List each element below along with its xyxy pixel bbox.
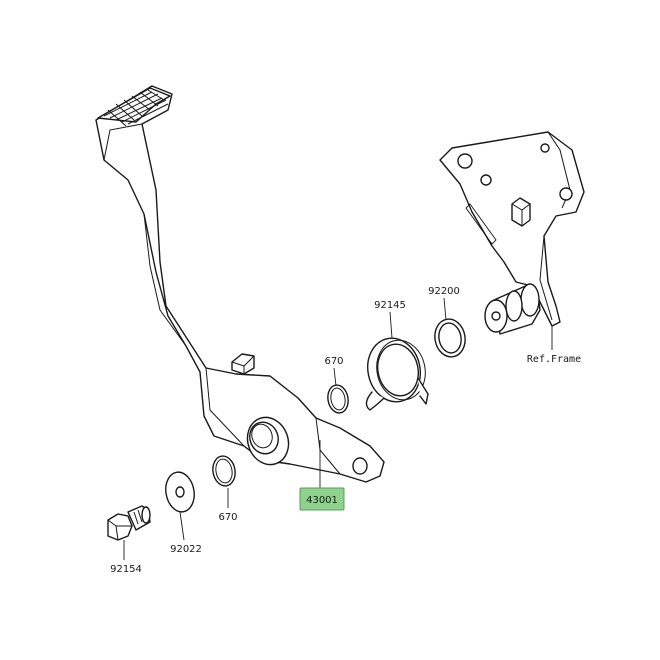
label-ref-frame: Ref.Frame [527,354,581,365]
label-92200[interactable]: 92200 [428,286,460,297]
pivot-shaft [484,283,541,335]
leader-lines [123,297,553,560]
washer-92022 [165,471,195,513]
brake-pedal [95,85,385,483]
washer-670-upper [327,384,349,414]
label-670-upper[interactable]: 670 [324,356,343,367]
label-92022[interactable]: 92022 [170,544,202,555]
washer-670-lower [212,455,236,487]
frame-bracket [439,131,585,327]
washer-92200 [434,318,466,358]
footpad-grip [97,87,171,127]
label-92154[interactable]: 92154 [110,564,142,575]
label-43001[interactable]: 43001 [306,495,338,506]
label-670-lower[interactable]: 670 [218,512,237,523]
spring-92145 [365,337,429,411]
bolt-92154 [107,505,151,541]
part-43001-highlight [299,487,345,511]
label-92145[interactable]: 92145 [374,300,406,311]
